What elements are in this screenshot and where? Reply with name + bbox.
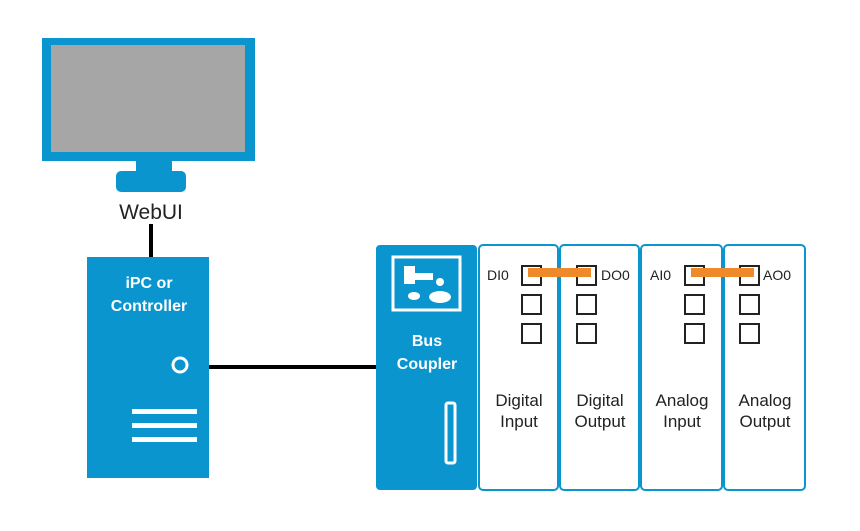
module-name-line2: Input bbox=[663, 412, 701, 431]
controller-title-line1: iPC or bbox=[125, 275, 172, 292]
module-name-line1: Analog bbox=[739, 391, 792, 410]
channel-label-di0: DI0 bbox=[487, 267, 509, 283]
module-name-line1: Digital bbox=[495, 391, 542, 410]
monitor-stand bbox=[116, 171, 186, 192]
module-name-line1: Digital bbox=[576, 391, 623, 410]
controller: iPC or Controller bbox=[87, 257, 209, 478]
coupler-title-line2: Coupler bbox=[397, 356, 457, 373]
drive-bays-icon bbox=[132, 409, 197, 442]
channel-label-ai0: AI0 bbox=[650, 267, 671, 283]
monitor-neck bbox=[136, 161, 172, 171]
monitor-screen bbox=[51, 45, 245, 152]
channel-terminal-2 bbox=[739, 294, 760, 315]
module-name-line1: Analog bbox=[656, 391, 709, 410]
controller-title-line2: Controller bbox=[111, 298, 187, 315]
coupler-chip-icon bbox=[391, 255, 462, 312]
coupler-slot-icon bbox=[444, 401, 457, 465]
coupler-body bbox=[376, 245, 477, 490]
channel-terminal-3 bbox=[739, 323, 760, 344]
channel-terminal-3 bbox=[684, 323, 705, 344]
link-di0-do0 bbox=[528, 268, 591, 277]
channel-terminal-2 bbox=[521, 294, 542, 315]
channel-label-ao0: AO0 bbox=[763, 267, 791, 283]
monitor-label: WebUI bbox=[119, 201, 183, 224]
module-analog-output: AO0 Analog Output bbox=[723, 244, 806, 491]
power-led-icon bbox=[171, 356, 189, 374]
link-ai0-ao0 bbox=[691, 268, 754, 277]
bus-coupler: Bus Coupler bbox=[376, 245, 477, 490]
channel-label-do0: DO0 bbox=[601, 267, 630, 283]
module-digital-input: DI0 Digital Input bbox=[478, 244, 559, 491]
channel-terminal-2 bbox=[684, 294, 705, 315]
module-name-line2: Output bbox=[739, 412, 790, 431]
coupler-title-line1: Bus bbox=[412, 333, 442, 350]
module-name-line2: Output bbox=[574, 412, 625, 431]
channel-terminal-3 bbox=[576, 323, 597, 344]
monitor: WebUI bbox=[42, 38, 255, 224]
channel-terminal-3 bbox=[521, 323, 542, 344]
module-digital-output: DO0 Digital Output bbox=[559, 244, 640, 491]
module-name-line2: Input bbox=[500, 412, 538, 431]
module-analog-input: AI0 Analog Input bbox=[640, 244, 723, 491]
channel-terminal-2 bbox=[576, 294, 597, 315]
